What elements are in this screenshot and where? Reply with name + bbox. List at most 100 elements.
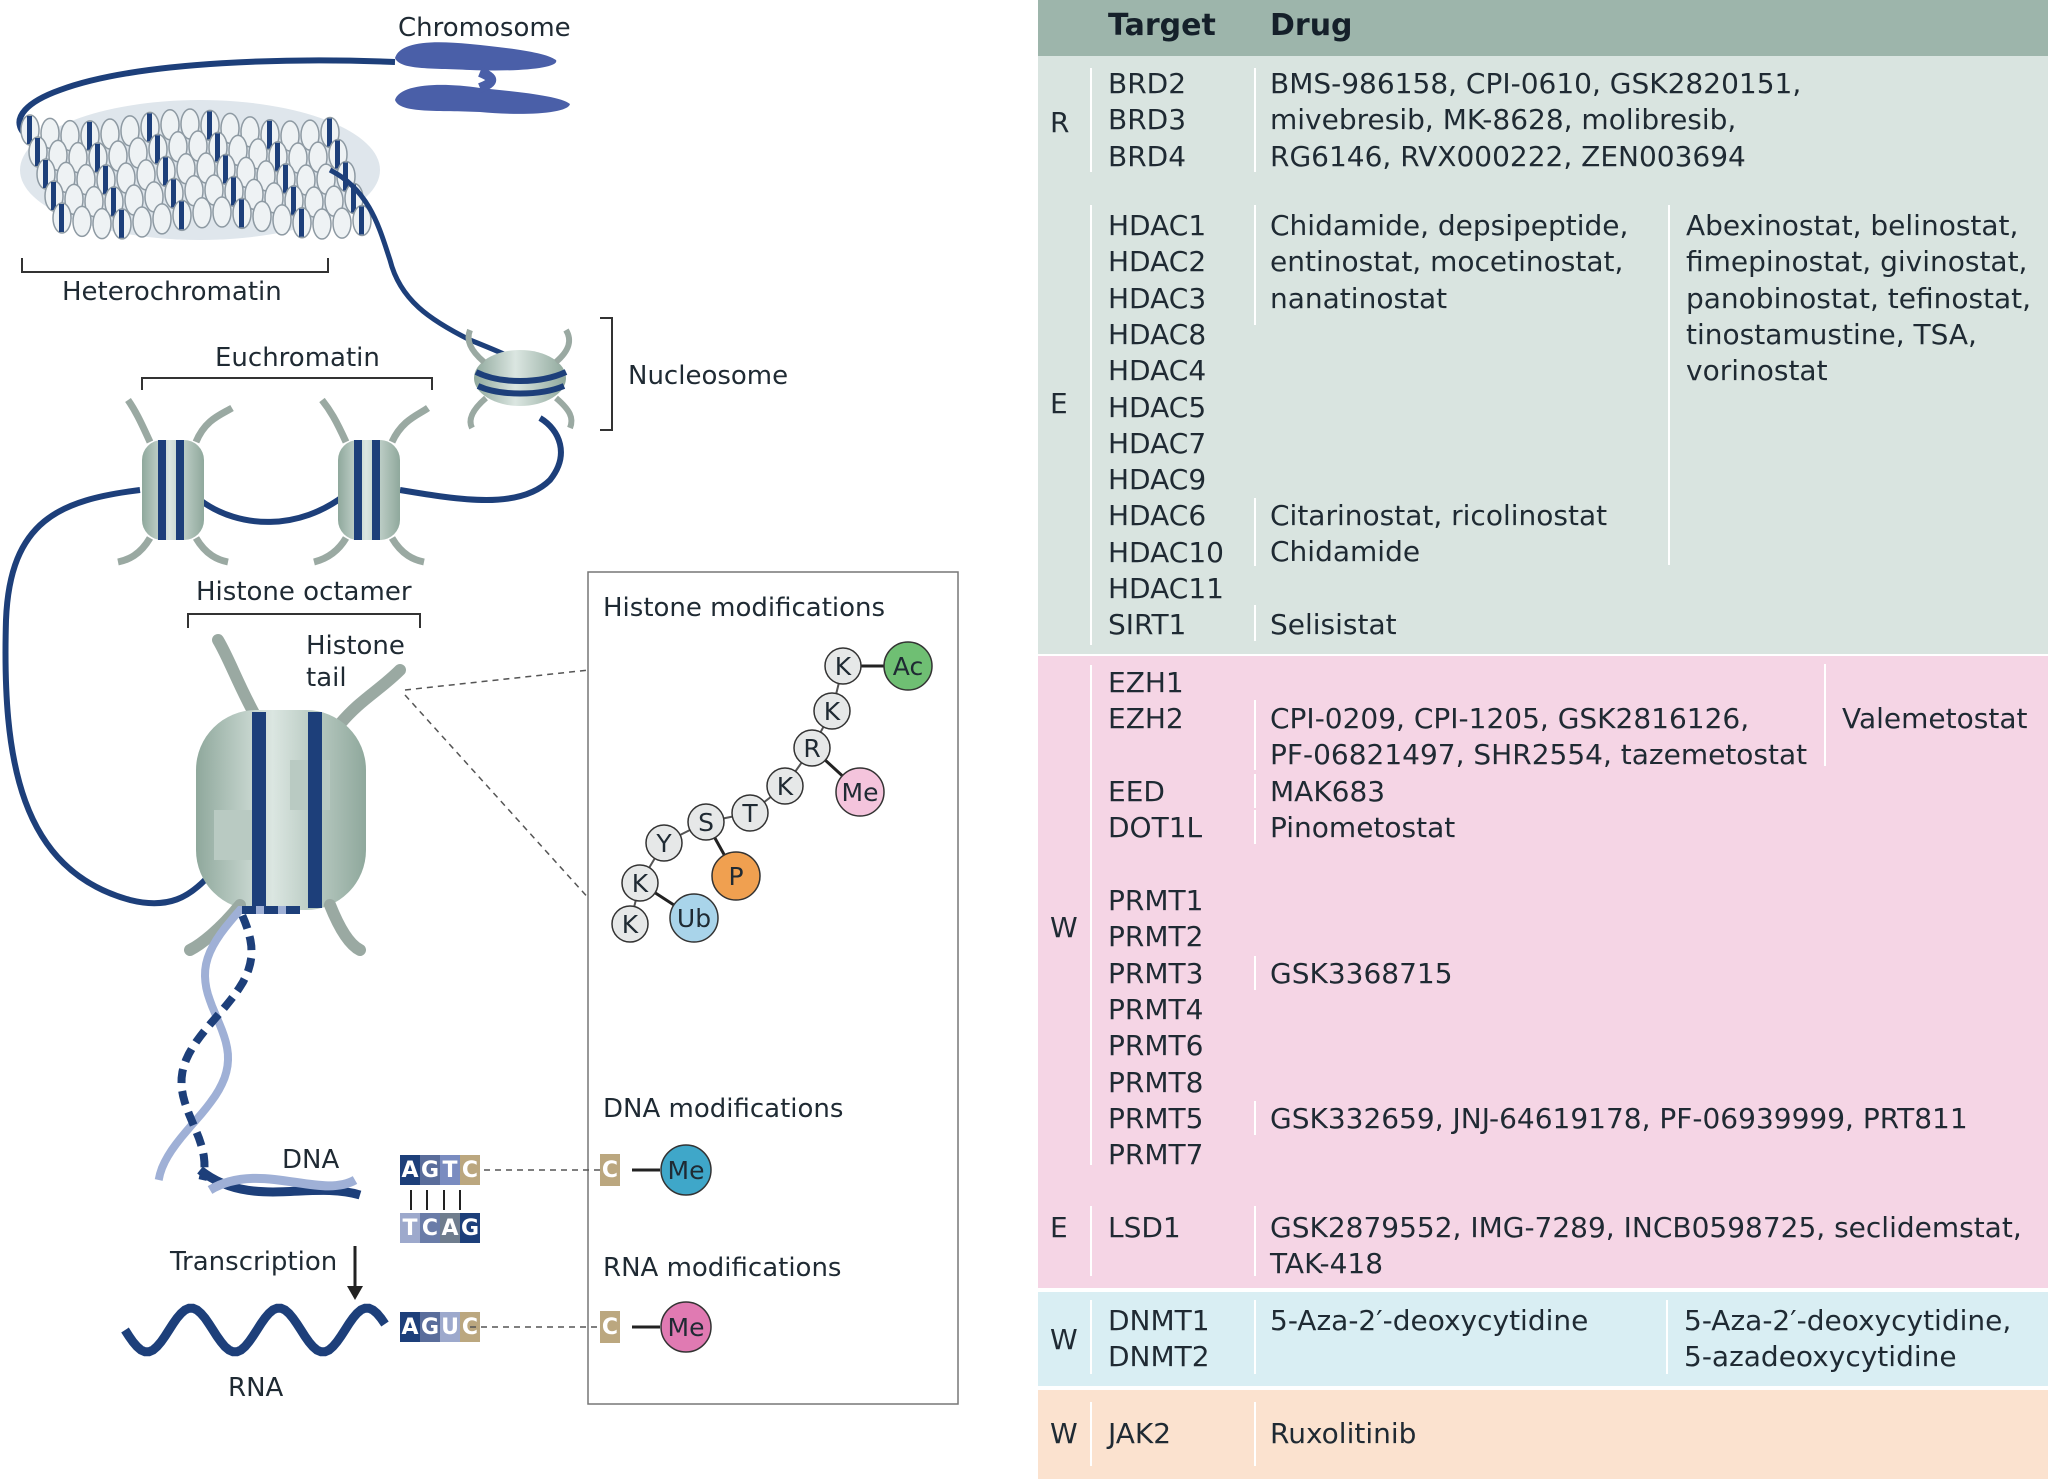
chromatin-wrap [103, 165, 108, 194]
drug-list: PF-06821497, SHR2554, tazemetostat [1270, 738, 1808, 772]
target-name: PRMT7 [1108, 1138, 1204, 1171]
dna-methyl-mark [660, 1144, 712, 1196]
drug-list: vorinostat [1686, 354, 1828, 388]
nucleotide-box [440, 1213, 460, 1243]
chromatin-wrap [351, 184, 356, 213]
chromatin-wrap [95, 143, 100, 172]
chromatin-wrap [163, 157, 168, 186]
target-name: HDAC2 [1108, 245, 1207, 279]
group-code: W [1050, 911, 1078, 944]
dna-tail-back [207, 1173, 358, 1194]
residue-K-circle [766, 767, 804, 805]
residue-Y-circle [645, 824, 683, 862]
methyl-mark-label: Me [842, 778, 879, 807]
chromatin-disk [272, 204, 292, 236]
nucleotide-letter: U [441, 1315, 459, 1340]
chromatin-wrap [343, 162, 348, 191]
column-divider [1254, 1101, 1256, 1135]
dna-methyl-mark-label: Me [668, 1156, 705, 1185]
chromatin-disk [132, 206, 152, 238]
target-name: EZH2 [1108, 702, 1184, 735]
header-drug: Drug [1270, 8, 1353, 43]
residue-Y: Y [645, 824, 683, 862]
residue-K: K [611, 905, 649, 943]
nucleotide-letter: G [421, 1315, 439, 1340]
nucleotide-A: A [440, 1213, 460, 1243]
residue-R: R [793, 729, 831, 767]
label-dna: DNA [282, 1145, 339, 1175]
chromatin-wrap [111, 187, 116, 216]
drug-list: fimepinostat, givinostat, [1686, 245, 2028, 279]
target-name: BRD2 [1108, 67, 1187, 100]
dna-strand-back [154, 906, 300, 1181]
drug-list: RG6146, RVX000222, ZEN003694 [1270, 139, 1746, 173]
chromatin-disk [212, 196, 232, 228]
target-name: HDAC7 [1108, 426, 1207, 460]
nucleotide-letter: C [462, 1158, 478, 1183]
residue-R-circle [793, 729, 831, 767]
chromatin-wrap [335, 140, 340, 169]
chromatin-wrap [215, 133, 220, 162]
drug-list: GSK332659, JNJ-64619178, PF-06939999, PR… [1270, 1102, 1968, 1135]
nucleotide-T: T [440, 1155, 460, 1185]
ubiquitin-mark-circle [669, 893, 719, 943]
target-name: HDAC1 [1108, 209, 1207, 242]
column-divider [1254, 605, 1256, 641]
heterochromatin-icon [16, 57, 532, 372]
nucleotide-box [460, 1213, 480, 1243]
ubiquitin-mark-label: Ub [677, 904, 711, 933]
drug-list: Citarinostat, ricolinostat [1270, 499, 1608, 532]
residue-T-circle [731, 794, 769, 832]
column-divider [1824, 664, 1826, 766]
column-divider [1666, 1300, 1668, 1374]
cytosine-letter: C [602, 1158, 618, 1183]
drug-list: BMS-986158, CPI-0610, GSK2820151, [1270, 67, 1802, 100]
nucleotide-box [460, 1155, 480, 1185]
column-divider [1254, 1206, 1256, 1276]
column-divider [1254, 498, 1256, 566]
target-name: PRMT8 [1108, 1066, 1204, 1099]
ubiquitin-mark: Ub [669, 893, 719, 943]
column-divider [1254, 956, 1256, 990]
nucleotide-letter: T [442, 1158, 457, 1183]
label-nucleosome: Nucleosome [628, 361, 788, 391]
target-name: HDAC9 [1108, 463, 1207, 497]
group-histone-methyltransferase [1038, 656, 2048, 1288]
nucleotide-C: C [460, 1155, 480, 1185]
header-target: Target [1108, 8, 1216, 43]
residue-K-circle [813, 692, 851, 730]
target-name: HDAC5 [1108, 390, 1207, 424]
epigenetics-diagram: Chromosome Heterochromatin Euchromatin [2, 13, 959, 1405]
drug-list: Pinometostat [1270, 811, 1456, 844]
phospho-mark: P [711, 851, 761, 901]
nucleotide-G: G [460, 1213, 480, 1243]
residue-Y-label: Y [655, 829, 672, 858]
nucleotide-C: C [420, 1213, 440, 1243]
residue-K-circle [621, 864, 659, 902]
chromatin-disk [152, 203, 172, 235]
column-divider [1254, 68, 1256, 172]
label-rna: RNA [228, 1373, 284, 1403]
chromatin-wrap [147, 113, 152, 142]
drug-list: Selisistat [1270, 608, 1397, 641]
phospho-mark-circle [711, 851, 761, 901]
nucleotide-letter: T [402, 1216, 417, 1241]
drug-list: nanatinostat [1270, 281, 1448, 315]
column-divider [1254, 810, 1256, 844]
column-divider [1090, 665, 1092, 1165]
residue-K-label: K [622, 910, 639, 939]
chromatin-wrap [87, 121, 92, 150]
drug-list: 5-azadeoxycytidine [1684, 1340, 1957, 1374]
drug-list: GSK2879552, IMG-7289, INCB0598725, secli… [1270, 1211, 2022, 1244]
nucleotide-A: A [400, 1155, 420, 1185]
target-name: PRMT1 [1108, 884, 1204, 917]
drug-list: TAK-418 [1270, 1247, 1384, 1281]
target-name: DNMT1 [1108, 1304, 1210, 1337]
target-name: EZH1 [1108, 666, 1184, 699]
target-name: HDAC6 [1108, 499, 1207, 533]
residue-T: T [731, 794, 769, 832]
group-code: W [1050, 1417, 1078, 1450]
